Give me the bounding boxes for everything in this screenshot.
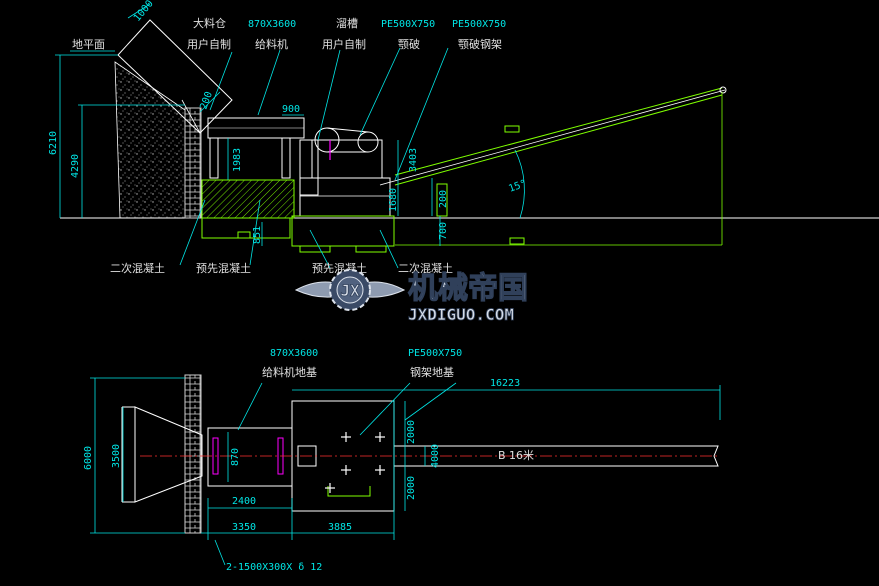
feeder-foundation xyxy=(201,179,295,219)
label-ground: 地平面 xyxy=(72,38,105,51)
label-plan-feeder-spec: 870X3600 xyxy=(270,348,318,359)
label-secondary-concrete-2: 二次混凝土 xyxy=(398,261,453,275)
watermark-title: 机械帝国 xyxy=(408,271,528,306)
label-plan-feeder-foundation: 给料机地基 xyxy=(262,365,317,379)
dim-3885: 3885 xyxy=(328,522,352,533)
dim-1000: 1000 xyxy=(132,0,156,24)
label-plan-crusher-spec: PE500X750 xyxy=(408,348,462,359)
plan-labels: 870X3600 给料机地基 PE500X750 钢架地基 B 16米 2-15… xyxy=(226,348,534,573)
watermark-badge: JX xyxy=(340,281,360,300)
plan-silo xyxy=(134,406,203,503)
dim-870: 870 xyxy=(230,448,241,466)
dim-angle: 15° xyxy=(507,178,528,195)
label-secondary-concrete: 二次混凝土 xyxy=(110,261,165,275)
watermark: JX 机械帝国 JXDIGUO.COM xyxy=(294,269,529,324)
crusher-steel-frame xyxy=(299,177,391,217)
watermark-url: JXDIGUO.COM xyxy=(408,305,514,324)
label-crusher-spec-2: PE500X750 xyxy=(452,19,506,30)
label-jaw-frame: 颚破钢架 xyxy=(458,37,502,51)
watermark-wings-icon xyxy=(294,281,406,298)
label-feeder-spec: 870X3600 xyxy=(248,19,296,30)
feeder-foundation-lower xyxy=(201,217,291,239)
label-precast-concrete: 预先混凝土 xyxy=(196,261,251,275)
plan-dimensions: 6000 3500 870 2400 3350 3885 2000 2000 4… xyxy=(83,378,520,533)
dim-3403: 3403 xyxy=(408,148,419,172)
dim-2000-b: 2000 xyxy=(406,476,417,500)
dim-1680: 1680 xyxy=(388,188,399,212)
elevation-labels: 地平面 大料仓 870X3600 溜槽 PE500X750 PE500X750 … xyxy=(72,16,506,275)
elevation-view xyxy=(60,19,879,253)
crusher-foundation xyxy=(291,215,395,247)
dim-6210: 6210 xyxy=(48,131,59,155)
dim-900: 900 xyxy=(282,104,300,115)
dim-2400: 2400 xyxy=(232,496,256,507)
dim-200-a: 200 xyxy=(198,90,215,111)
dim-851: 851 xyxy=(252,226,263,244)
plan-view xyxy=(121,374,720,534)
dim-4000: 4000 xyxy=(430,444,441,468)
elevation-dimension-lines xyxy=(55,3,449,269)
label-silo: 大料仓 xyxy=(193,16,226,30)
chute xyxy=(299,139,319,196)
jaw-crusher xyxy=(311,127,383,179)
anchor-bolts xyxy=(325,432,385,493)
dim-3350: 3350 xyxy=(232,522,256,533)
label-user-made-1: 用户自制 xyxy=(187,37,231,51)
watermark-gear-icon xyxy=(329,269,371,311)
dim-2000-a: 2000 xyxy=(406,420,417,444)
dim-700: 700 xyxy=(438,222,449,240)
angle-arc xyxy=(514,149,525,219)
plan-dimension-lines xyxy=(90,377,721,566)
label-crusher-spec-1: PE500X750 xyxy=(381,19,435,30)
dim-4290: 4290 xyxy=(70,154,81,178)
label-user-made-2: 用户自制 xyxy=(322,37,366,51)
dim-200-b: 200 xyxy=(438,190,449,208)
plan-retaining-wall xyxy=(184,374,202,534)
label-plate: 2-1500X300X δ 12 xyxy=(226,562,322,573)
dim-6000: 6000 xyxy=(83,446,94,470)
plan-feeder-foundation xyxy=(207,427,293,487)
plan-belt-conveyor xyxy=(394,445,719,467)
label-feeder: 给料机 xyxy=(255,37,288,51)
label-belt: B 16米 xyxy=(498,449,534,462)
label-jaw-crusher: 颚破 xyxy=(398,37,420,51)
belt-conveyor-elevation xyxy=(379,86,727,246)
dim-1983: 1983 xyxy=(232,148,243,172)
dim-16223: 16223 xyxy=(490,378,520,389)
label-chute: 溜槽 xyxy=(336,16,358,30)
retaining-wall xyxy=(184,107,202,219)
silo xyxy=(117,19,233,134)
dim-3500: 3500 xyxy=(111,444,122,468)
label-plan-frame-foundation: 钢架地基 xyxy=(410,366,454,379)
